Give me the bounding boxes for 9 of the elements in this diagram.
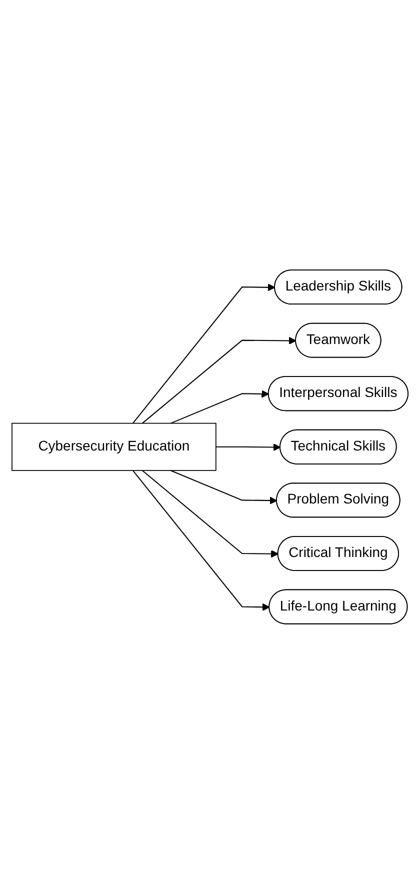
arrow — [132, 284, 276, 424]
arrow — [142, 336, 296, 424]
arrow — [170, 390, 270, 424]
flowchart: Cybersecurity Education Leadership Skills Teamwork Interpersonal Skills Technical Skills Problem Solving Critical Thinking Life-Long Learning — [5, 263, 415, 631]
arrow — [170, 470, 278, 504]
arrow — [142, 470, 279, 558]
node-box — [12, 422, 216, 472]
arrow — [132, 470, 270, 612]
arrow — [216, 444, 281, 452]
